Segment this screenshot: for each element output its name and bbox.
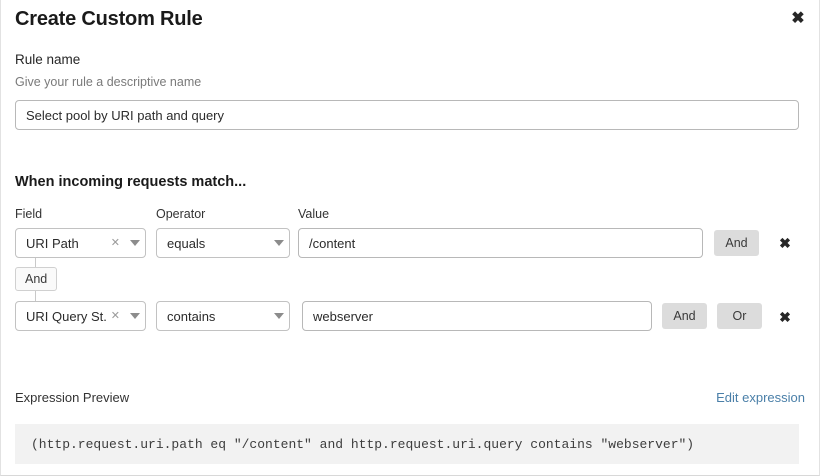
match-section-title: When incoming requests match... bbox=[15, 174, 247, 190]
field-select-row-1[interactable]: URI Path ✕ bbox=[15, 228, 146, 258]
delete-row-2-icon[interactable]: ✖ bbox=[779, 309, 791, 325]
value-input-row-1[interactable] bbox=[298, 228, 703, 258]
operator-select-row-2-value: contains bbox=[167, 308, 216, 324]
chevron-down-icon[interactable] bbox=[269, 240, 289, 246]
expression-preview-box: (http.request.uri.path eq "/content" and… bbox=[15, 424, 799, 464]
clear-icon[interactable]: ✕ bbox=[110, 309, 120, 322]
operator-select-row-1-value: equals bbox=[167, 235, 206, 251]
column-header-field: Field bbox=[15, 207, 43, 221]
column-header-value: Value bbox=[298, 207, 330, 221]
connector-and-badge[interactable]: And bbox=[15, 267, 58, 291]
close-icon[interactable]: ✖ bbox=[791, 10, 805, 27]
field-select-row-2[interactable]: URI Query St... ✕ bbox=[15, 301, 146, 331]
value-input-row-2[interactable] bbox=[302, 301, 652, 331]
rule-name-hint: Give your rule a descriptive name bbox=[15, 75, 202, 89]
delete-row-1-icon[interactable]: ✖ bbox=[779, 235, 791, 251]
field-select-row-1-value: URI Path bbox=[26, 235, 79, 251]
and-button-row-2[interactable]: And bbox=[662, 303, 707, 329]
operator-select-row-1[interactable]: equals bbox=[156, 228, 290, 258]
operator-select-row-2[interactable]: contains bbox=[156, 301, 290, 331]
edit-expression-link[interactable]: Edit expression bbox=[716, 390, 805, 405]
field-select-row-2-value: URI Query St... bbox=[26, 308, 106, 324]
expression-preview-text: (http.request.uri.path eq "/content" and… bbox=[31, 436, 695, 452]
or-button-row-2[interactable]: Or bbox=[717, 303, 762, 329]
clear-icon[interactable]: ✕ bbox=[110, 236, 120, 249]
connector-line-bottom bbox=[35, 291, 36, 305]
chevron-down-icon[interactable] bbox=[125, 313, 145, 319]
connector-line-top bbox=[35, 258, 36, 271]
page-title: Create Custom Rule bbox=[15, 8, 203, 30]
column-header-operator: Operator bbox=[156, 207, 206, 221]
chevron-down-icon[interactable] bbox=[125, 240, 145, 246]
and-button-row-1[interactable]: And bbox=[714, 230, 759, 256]
chevron-down-icon[interactable] bbox=[269, 313, 289, 319]
expression-preview-label: Expression Preview bbox=[15, 390, 130, 405]
rule-name-label: Rule name bbox=[15, 52, 81, 67]
rule-name-input[interactable] bbox=[15, 100, 799, 130]
